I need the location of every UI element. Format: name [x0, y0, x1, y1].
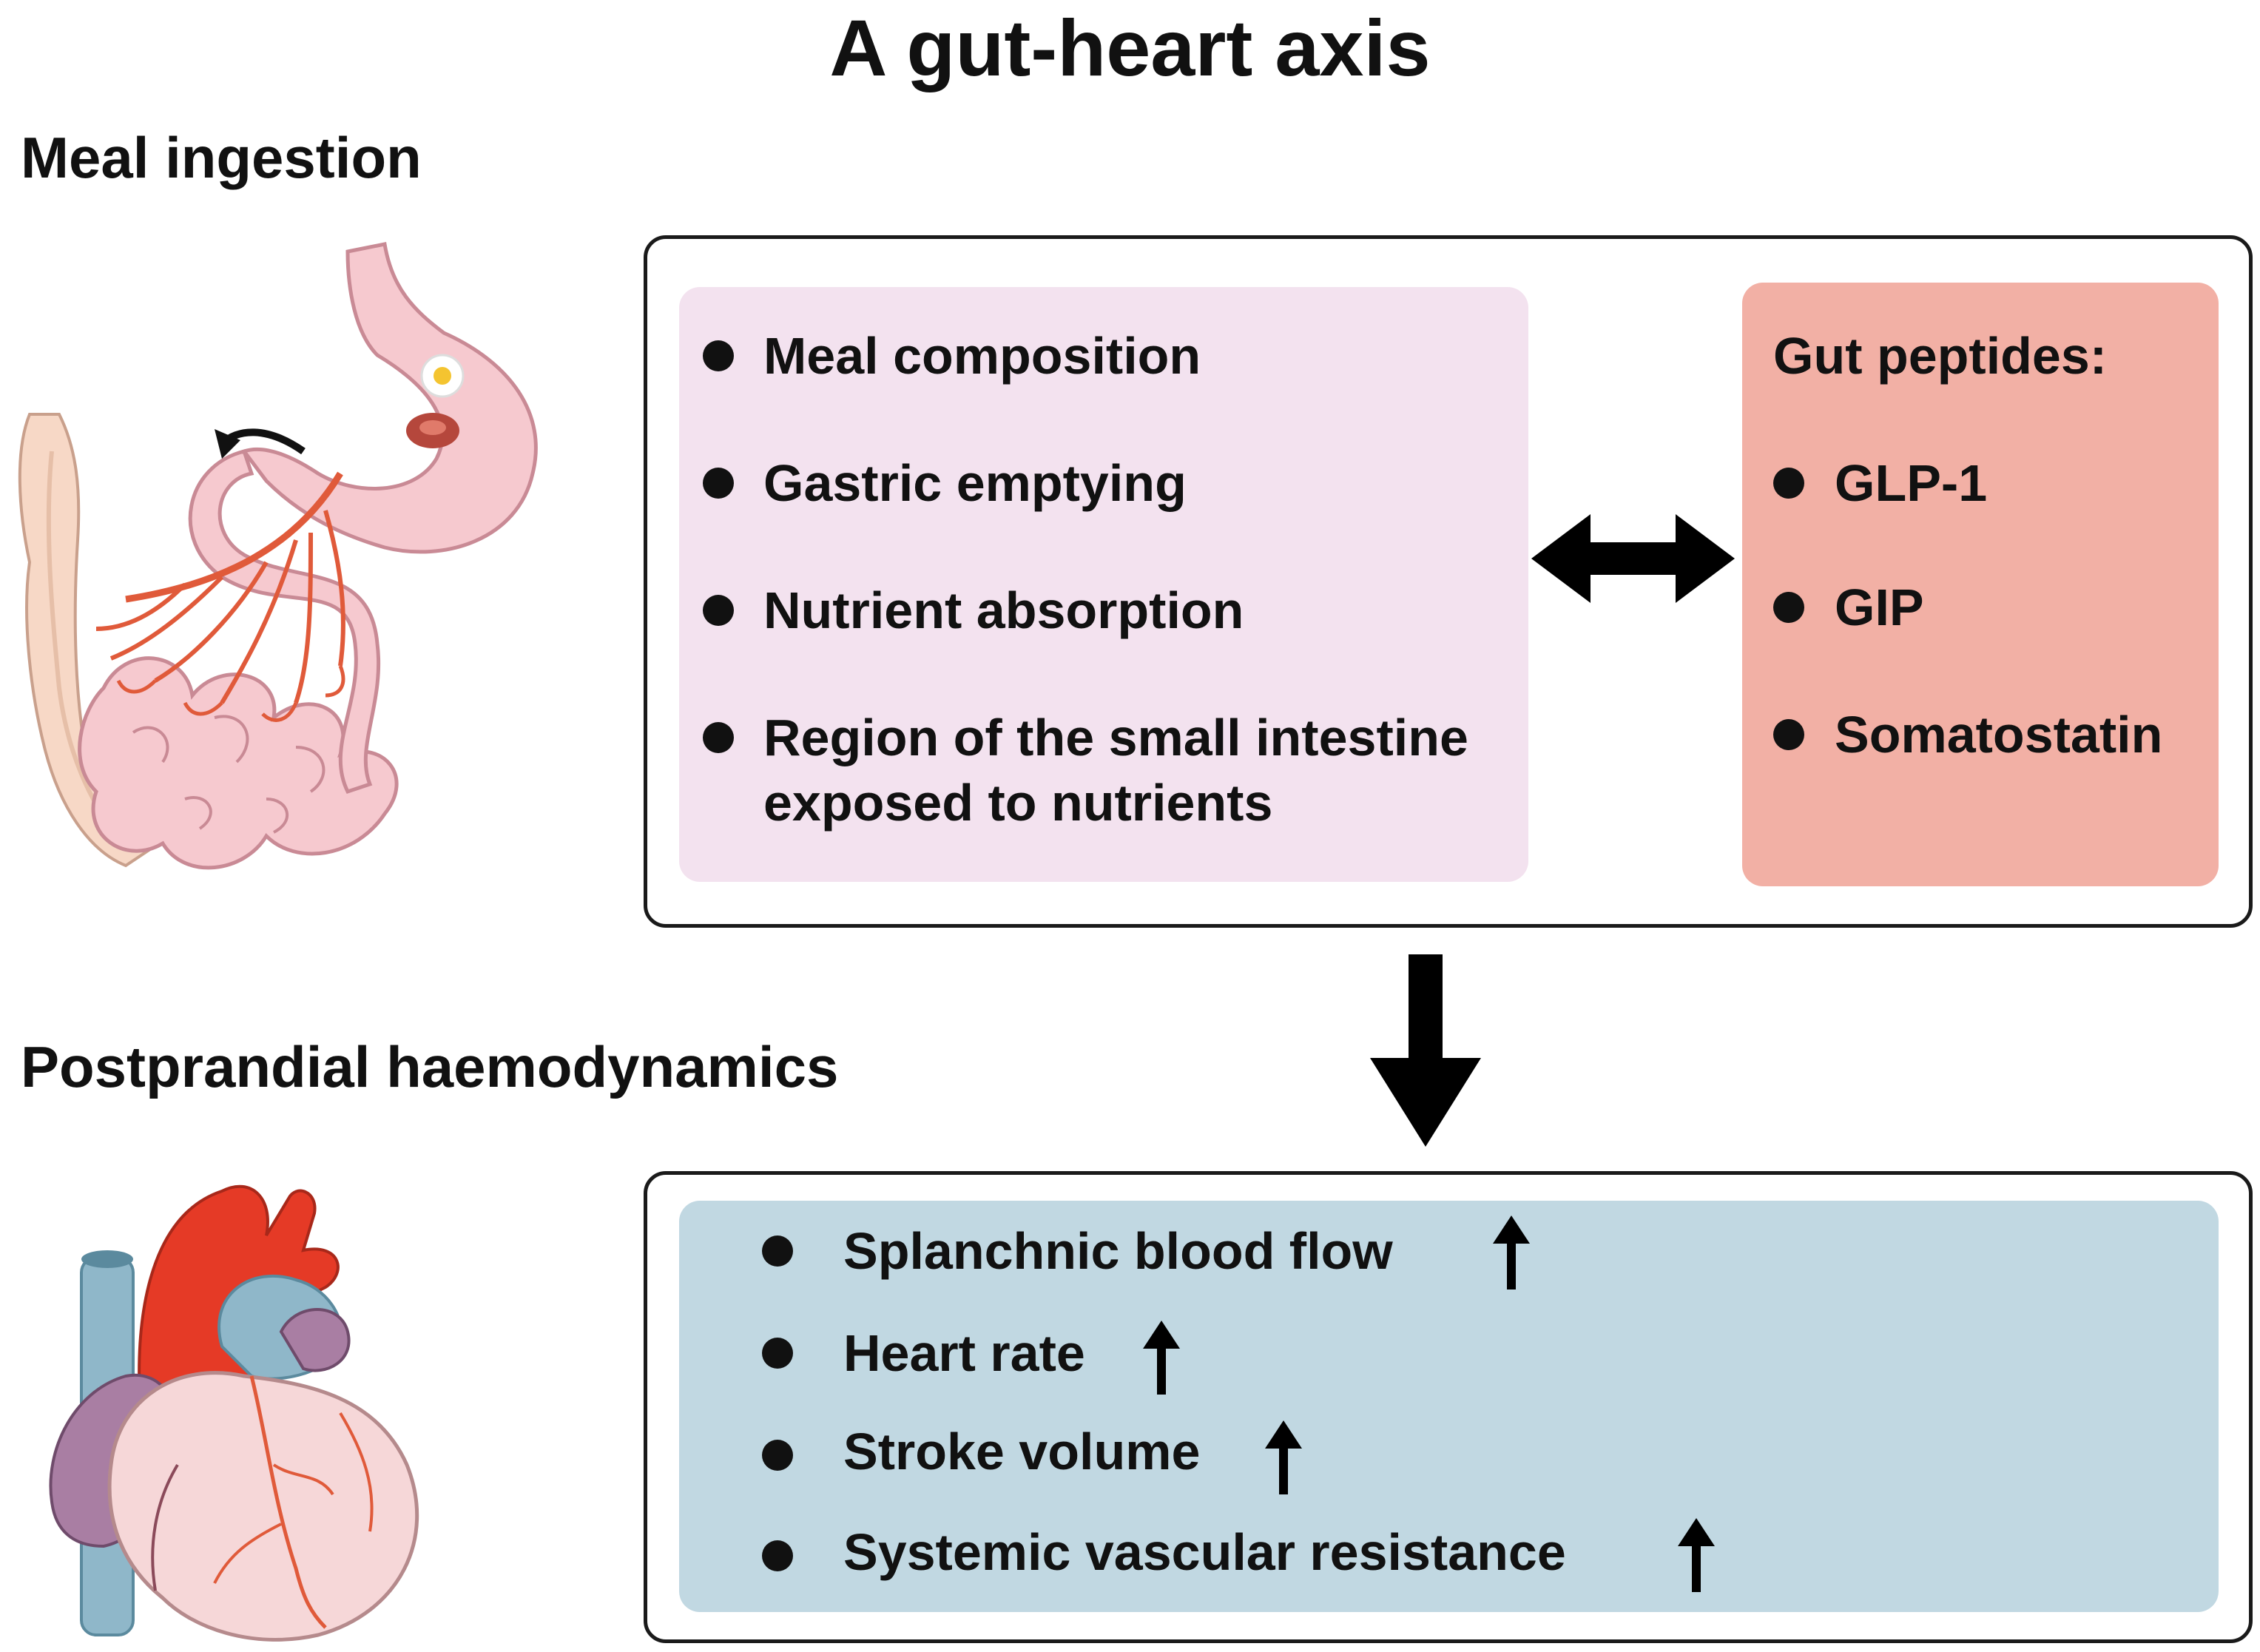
haemodynamics-panel: [679, 1201, 2219, 1612]
gut-peptide-item: Somatostatin: [1835, 706, 2163, 763]
bullet: [1773, 592, 1804, 623]
meal-factor-item: Nutrient absorption: [763, 581, 1244, 639]
bidirectional-arrow-icon: [1531, 514, 1735, 603]
bullet: [703, 595, 734, 626]
up-arrow-icon: [1143, 1321, 1180, 1395]
haemodynamic-effect-label: Heart rate: [843, 1324, 1085, 1382]
up-arrow-icon: [1678, 1518, 1715, 1592]
figure-title: A gut-heart axis: [829, 3, 1431, 92]
gut-peptide-item: GLP-1: [1835, 454, 1988, 512]
meal-factor-item: Region of the small intestine: [763, 709, 1468, 766]
meal-factors-panel: [679, 287, 1528, 882]
bullet: [762, 1540, 793, 1571]
bullet: [703, 340, 734, 371]
bullet: [1773, 468, 1804, 499]
up-arrow-icon: [1493, 1216, 1530, 1289]
heart-icon: [49, 1184, 419, 1642]
bullet: [762, 1235, 793, 1267]
bullet: [1773, 719, 1804, 750]
gut-peptides-panel: [1742, 283, 2219, 886]
postprandial-haemodynamics-heading: Postprandial haemodynamics: [21, 1034, 839, 1099]
bullet: [762, 1440, 793, 1471]
meal-ingestion-heading: Meal ingestion: [21, 125, 422, 190]
haemodynamic-effect-label: Stroke volume: [843, 1423, 1201, 1480]
bullet: [703, 468, 734, 499]
gut-peptide-item: GIP: [1835, 579, 1924, 636]
meal-factor-item: Meal composition: [763, 327, 1201, 385]
digestive-tract-icon: [18, 242, 538, 870]
meal-factor-item: Gastric emptying: [763, 454, 1187, 512]
down-arrow-icon: [1370, 954, 1481, 1147]
bullet: [762, 1338, 793, 1369]
meal-factor-item-continued: exposed to nutrients: [763, 774, 1273, 832]
haemodynamic-effect-label: Splanchnic blood flow: [843, 1222, 1393, 1280]
bullet: [703, 722, 734, 753]
gut-peptides-title: Gut peptides:: [1773, 327, 2108, 385]
up-arrow-icon: [1265, 1420, 1302, 1494]
haemodynamic-effect-label: Systemic vascular resistance: [843, 1523, 1566, 1581]
